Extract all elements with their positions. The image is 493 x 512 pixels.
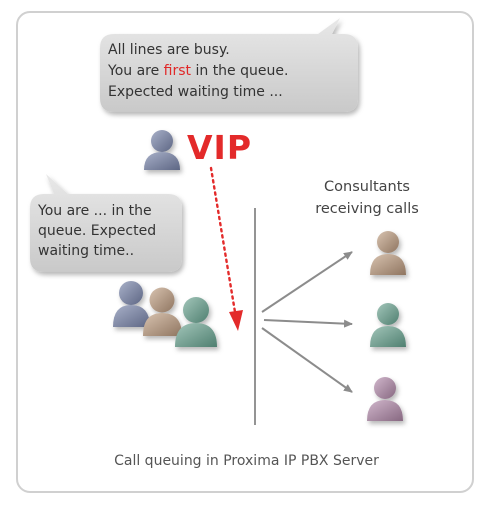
arrow-icon [263,319,353,328]
queue-person-icon [143,287,182,336]
queue-person-icon [175,297,217,347]
top-bubble-line-2-end: in the queue. [191,63,289,79]
queue-position-highlight: first [163,63,192,79]
consultant-person-icon [370,303,406,347]
diagram-caption: Call queuing in Proxima IP PBX Server [114,453,379,469]
consultants-label-line-2: receiving calls [315,201,419,217]
left-bubble-line-3: waiting time.. [38,243,135,259]
arrow-icon [261,327,353,393]
arrow-icon [261,251,353,313]
speech-bubble-icon [30,174,182,272]
consultants-label: Consultants receiving calls [302,176,432,220]
top-bubble-line-1: All lines are busy. [108,42,230,58]
left-bubble-text: You are ... in the queue. Expected waiti… [38,201,156,261]
consultant-person-icon [370,231,406,275]
vip-path-dotted-arrow [209,166,238,320]
top-bubble-line-2: You are first in the queue. [108,61,288,82]
speech-bubble-icon [100,18,358,112]
consultants-label-line-1: Consultants [324,179,410,195]
vip-label: VIP [187,128,253,167]
queue-person-icon [113,281,150,327]
top-bubble-line-3: Expected waiting time ... [108,84,283,100]
top-bubble-text: All lines are busy. You are first in the… [108,40,288,103]
left-bubble-line-1: You are ... in the [38,203,152,219]
vip-person-icon [144,130,180,170]
consultant-person-icon [367,377,403,421]
left-bubble-line-2: queue. Expected [38,223,157,239]
top-bubble-line-2-start: You are [108,63,164,79]
vip-arrowhead-icon [229,310,243,331]
